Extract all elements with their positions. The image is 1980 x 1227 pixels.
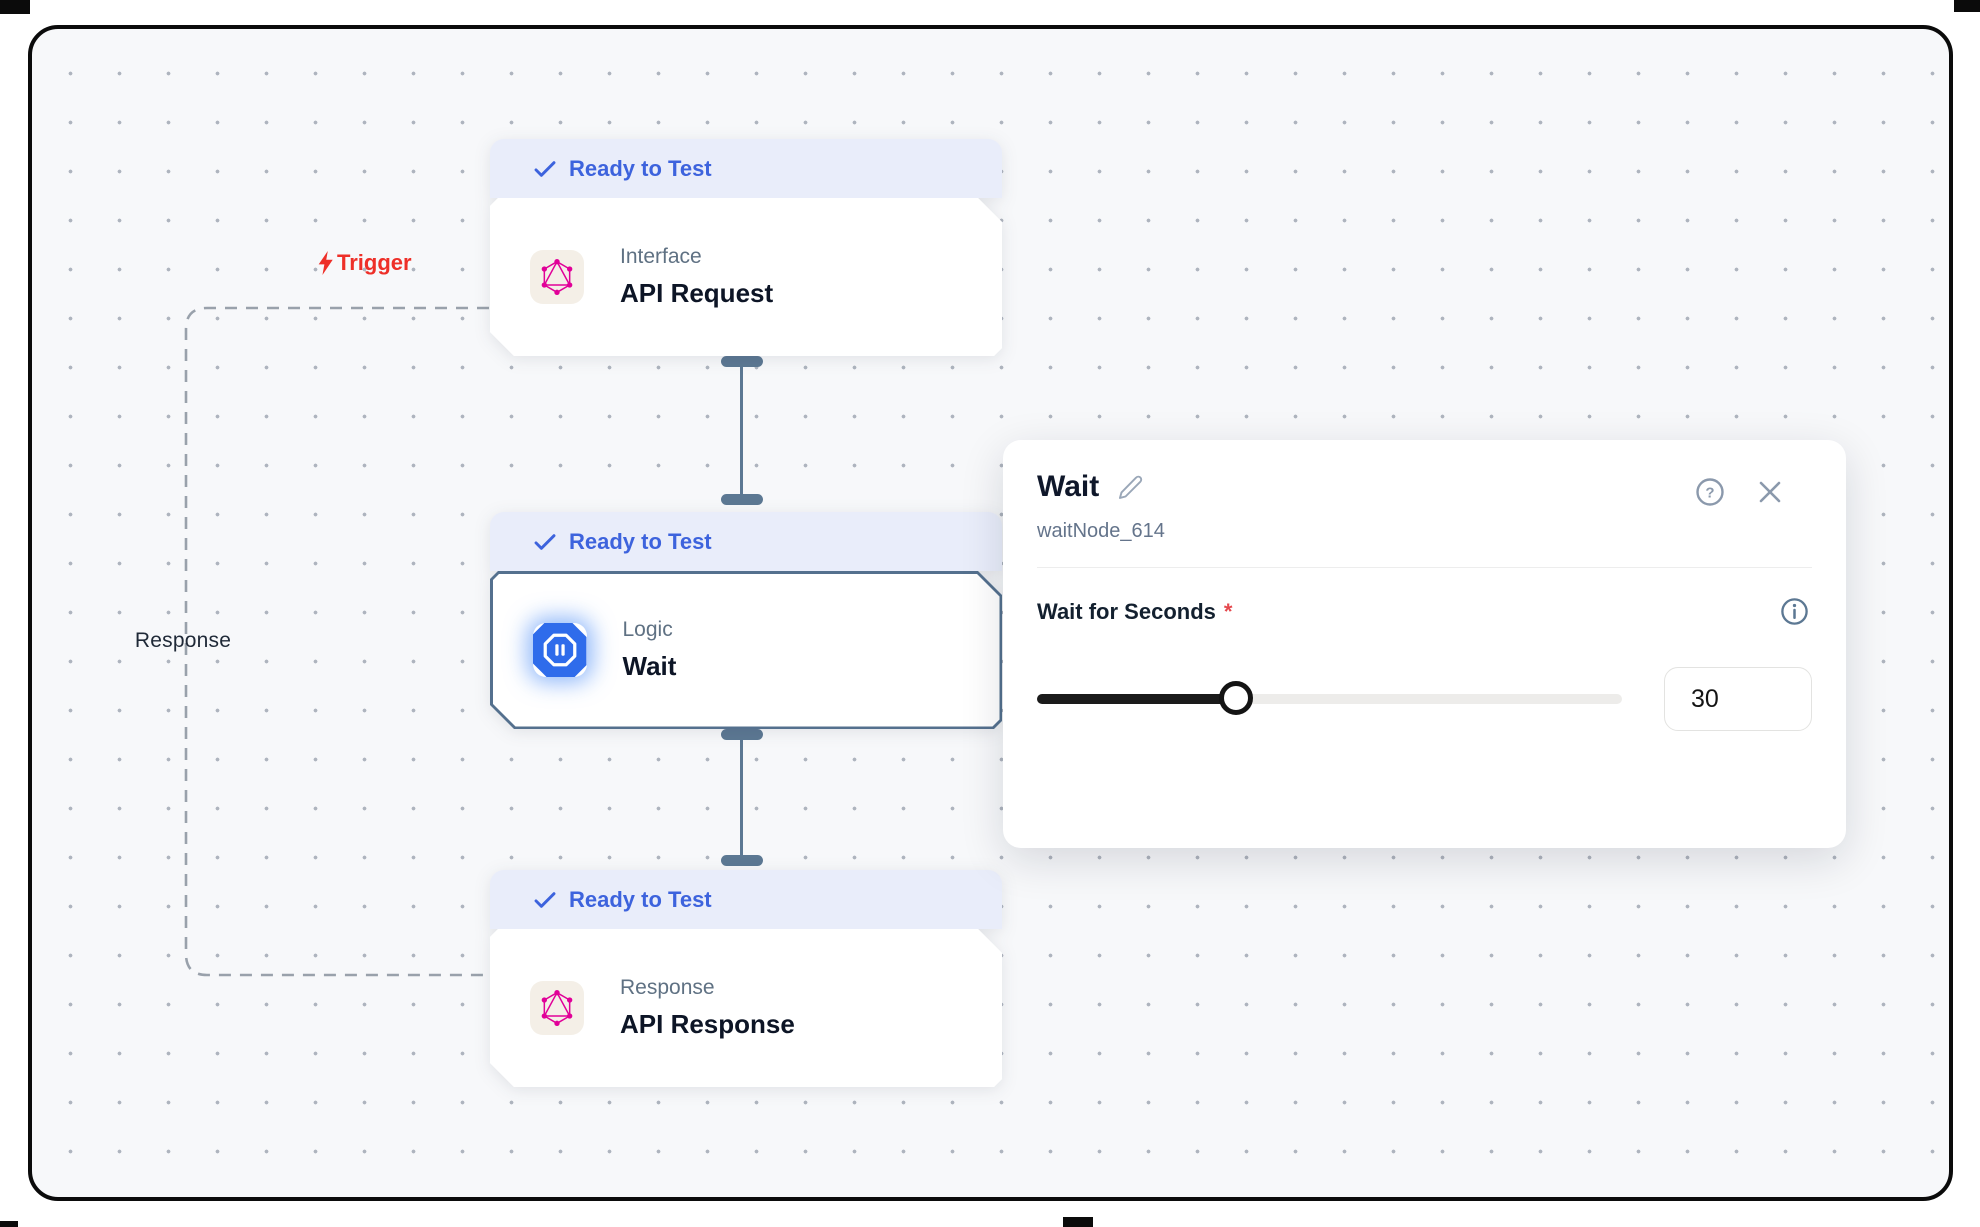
node-status-text: Ready to Test [569, 155, 712, 181]
node2-output-handle[interactable] [721, 729, 763, 740]
node-status-text: Ready to Test [569, 886, 712, 912]
panel-divider [1037, 567, 1812, 568]
node-status-badge[interactable]: Ready to Test [490, 139, 1002, 198]
node-category: Logic [622, 618, 673, 641]
graphql-icon [530, 981, 584, 1035]
node-title: API Response [620, 1009, 795, 1039]
screen-artifact [1954, 0, 1980, 12]
wait-node-config-panel: Wait ? [1003, 440, 1846, 848]
node-api-response[interactable]: Ready to Test [490, 870, 1002, 1087]
response-edge-label: Response [134, 629, 232, 652]
node-title: Wait [622, 651, 677, 681]
checkmark-icon [534, 160, 556, 177]
node-id-text: waitNode_614 [1037, 520, 1165, 542]
checkmark-icon [534, 891, 556, 908]
lightning-bolt-icon [318, 251, 333, 275]
node-category: Interface [620, 245, 702, 268]
wait-seconds-slider[interactable] [1037, 681, 1622, 715]
panel-title: Wait [1037, 470, 1100, 503]
help-icon: ? [1696, 478, 1724, 506]
edge-node2-node3[interactable] [740, 740, 743, 856]
trigger-label: Trigger [316, 250, 412, 276]
trigger-label-text: Trigger [337, 250, 412, 275]
field-info-button[interactable] [1779, 596, 1810, 627]
svg-text:?: ? [1705, 485, 1714, 502]
edit-title-button[interactable] [1117, 474, 1144, 501]
node1-output-handle[interactable] [721, 356, 763, 367]
field-label: Wait for Seconds [1037, 598, 1216, 624]
node-card[interactable]: Response API Response [490, 929, 1002, 1087]
edge-node1-node2[interactable] [740, 367, 743, 495]
node-wait[interactable]: Ready to Test Logic Wait [490, 512, 1002, 729]
pencil-icon [1119, 475, 1143, 499]
node-status-badge[interactable]: Ready to Test [490, 870, 1002, 929]
screen-artifact [0, 0, 30, 14]
info-icon [1781, 598, 1808, 625]
graphql-icon [530, 250, 584, 304]
screen-artifact [1063, 1217, 1093, 1227]
wait-seconds-input[interactable] [1664, 667, 1812, 731]
slider-fill [1037, 694, 1236, 704]
node-card[interactable]: Interface API Request [490, 198, 1002, 356]
node2-input-handle[interactable] [721, 494, 763, 505]
node-category: Response [620, 976, 715, 999]
close-panel-button[interactable] [1756, 478, 1784, 506]
screen-artifact [0, 1221, 18, 1227]
node-title: API Request [620, 278, 774, 308]
node-status-badge[interactable]: Ready to Test [490, 512, 1002, 571]
node3-input-handle[interactable] [721, 855, 763, 866]
slider-handle[interactable] [1218, 681, 1253, 715]
node-status-text: Ready to Test [569, 528, 712, 554]
node-card-selected[interactable]: Logic Wait [490, 571, 1002, 729]
required-asterisk: * [1223, 598, 1233, 624]
pause-icon [533, 623, 587, 677]
checkmark-icon [534, 533, 556, 550]
node-api-request[interactable]: Ready to Test [490, 139, 1002, 356]
help-button[interactable]: ? [1694, 476, 1726, 508]
close-icon [1759, 481, 1781, 503]
